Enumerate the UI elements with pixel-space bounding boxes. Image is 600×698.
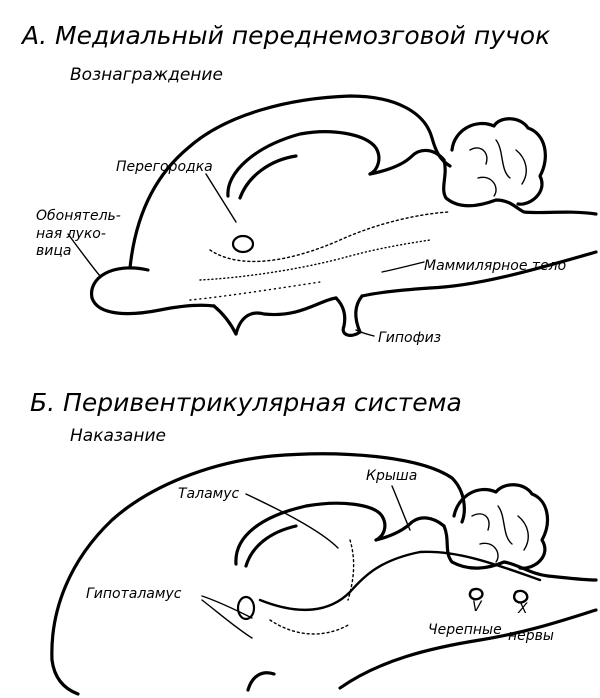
panel-b-title: Б. Перивентрикулярная система (30, 388, 462, 417)
label-hypothalamus: Гипоталамус (86, 586, 182, 602)
label-thalamus: Таламус (178, 486, 240, 502)
panel-b: Б. Перивентрикулярная система Наказание (30, 388, 598, 696)
label-mammillary-body: Маммилярное тело (424, 258, 566, 274)
label-pituitary: Гипофиз (378, 330, 441, 346)
panel-a-title: А. Медиальный переднемозговой пучок (20, 21, 550, 50)
label-olfactory-line-1: Обонятель- (36, 208, 121, 224)
label-nerve-v: V (472, 599, 483, 615)
panel-a-brain-outline (67, 94, 598, 337)
label-olfactory-line-2: ная луко- (36, 226, 106, 242)
label-septum: Перегородка (116, 159, 213, 175)
label-nerve-x: X (517, 601, 528, 617)
panel-a: А. Медиальный переднемозговой пучок Возн… (20, 21, 598, 346)
panel-b-subtitle: Наказание (70, 426, 166, 446)
label-cranial: Черепные (428, 622, 502, 638)
panel-b-brain-outline (50, 452, 598, 696)
label-tectum: Крыша (366, 468, 417, 484)
label-nerves: нервы (508, 628, 554, 644)
panel-a-subtitle: Вознаграждение (70, 65, 223, 85)
label-olfactory-line-3: вица (36, 243, 71, 259)
